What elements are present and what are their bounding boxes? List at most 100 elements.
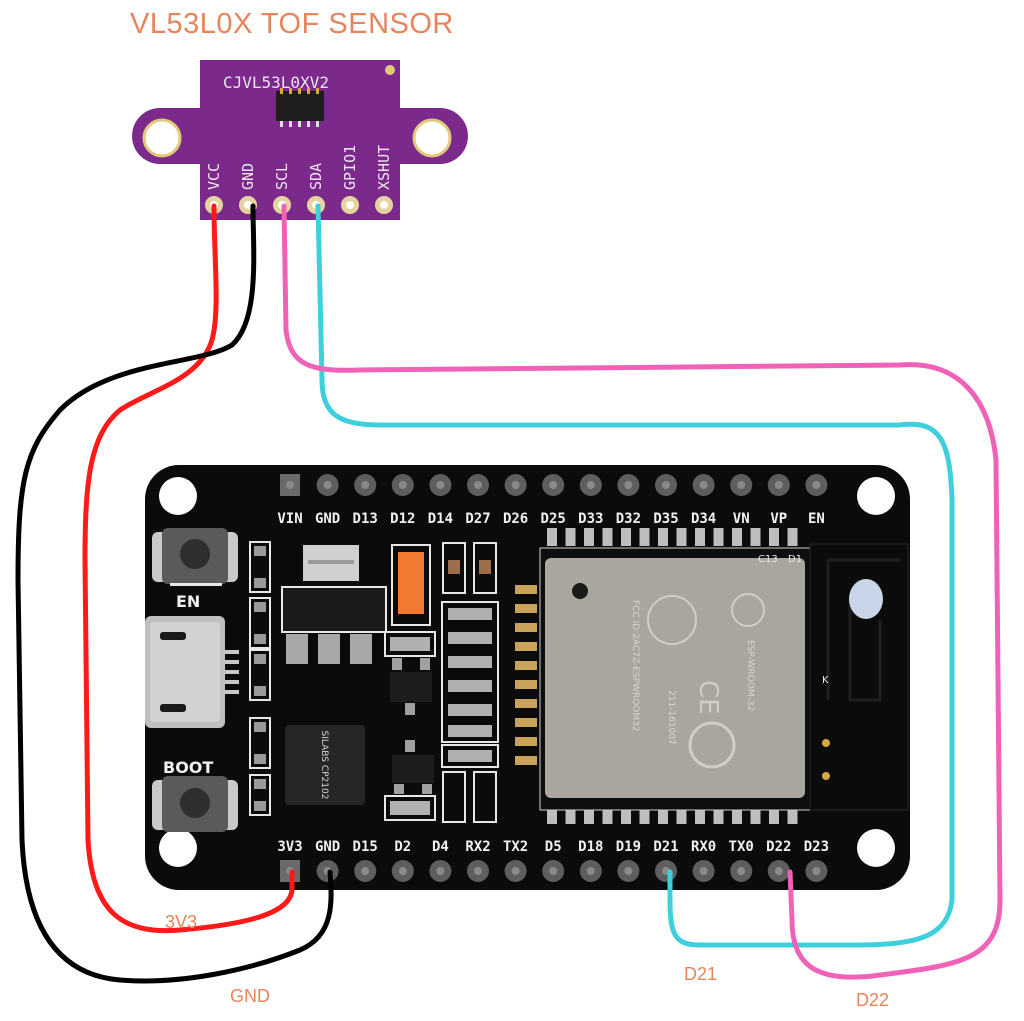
wire-vcc-3v3 xyxy=(82,203,295,934)
bottom-pin-label: D4 xyxy=(432,839,449,855)
pin-d14[interactable] xyxy=(429,474,452,496)
sensor-pin-gpio1[interactable] xyxy=(341,196,359,214)
sensor-pin-label: VCC xyxy=(205,163,223,190)
pin-d35[interactable] xyxy=(655,474,677,496)
pin-gnd[interactable] xyxy=(316,474,339,496)
sensor-board-label: CJVL53L0XV2 xyxy=(223,73,329,92)
led-icon xyxy=(849,579,883,619)
bottom-pin-label: D19 xyxy=(616,839,641,855)
module-fcc: FCC ID:2AC7Z-ESPWROOM32 xyxy=(630,600,640,732)
pin-d22[interactable] xyxy=(767,860,790,882)
wire-label-d21: D21 xyxy=(684,964,717,984)
bottom-pin-label: D23 xyxy=(804,839,829,855)
pin-d2[interactable] xyxy=(391,860,414,882)
antenna: K xyxy=(809,543,909,811)
usb-uart-chip: SILABS CP2102 xyxy=(285,725,365,805)
mount-hole-icon xyxy=(159,477,197,515)
top-pin-label: D35 xyxy=(653,511,678,527)
top-pin-label: D13 xyxy=(353,511,378,527)
pin-d23[interactable] xyxy=(805,860,828,882)
top-pin-label: D34 xyxy=(691,511,716,527)
top-pin-label: VN xyxy=(733,511,750,527)
pin-d32[interactable] xyxy=(617,474,640,496)
pin-d26[interactable] xyxy=(504,474,527,496)
silk-c13: C13 xyxy=(758,554,778,565)
pin-d19[interactable] xyxy=(617,860,640,882)
pin-d4[interactable] xyxy=(429,860,452,882)
bottom-pin-label: D2 xyxy=(394,839,411,855)
top-pin-label: D12 xyxy=(390,511,415,527)
top-pin-label: D25 xyxy=(541,511,566,527)
top-pin-label: EN xyxy=(808,511,825,527)
pin-gnd[interactable] xyxy=(316,860,339,882)
top-pin-label: GND xyxy=(315,511,340,527)
wire-sda-d21 xyxy=(315,203,955,948)
wire-label-gnd: GND xyxy=(230,986,270,1006)
bottom-header xyxy=(280,860,828,882)
espressif-logo-icon xyxy=(688,721,736,769)
top-pin-label: D27 xyxy=(465,511,490,527)
mount-hole-icon xyxy=(412,118,452,158)
sensor-pin-label: SDA xyxy=(307,163,325,190)
wire-scl-d22 xyxy=(281,203,1003,980)
mount-hole-icon xyxy=(142,118,182,158)
wire-gnd-gnd xyxy=(15,203,334,984)
bottom-pin-label: D21 xyxy=(653,839,678,855)
smd-components xyxy=(249,541,271,816)
pin-d27[interactable] xyxy=(467,474,489,496)
voltage-regulator xyxy=(281,545,387,664)
mount-hole-icon xyxy=(857,829,895,867)
boot-button[interactable] xyxy=(152,776,238,832)
bottom-pin-label: GND xyxy=(315,839,340,855)
usb-port[interactable] xyxy=(145,616,239,728)
top-pin-label: VIN xyxy=(277,511,302,527)
pin-d25[interactable] xyxy=(542,474,565,496)
top-pin-label: D26 xyxy=(503,511,528,527)
bottom-pin-label: D5 xyxy=(545,839,562,855)
wifi-logo-icon xyxy=(731,593,765,627)
pin-tx2[interactable] xyxy=(504,860,527,882)
sensor-pin-xshut[interactable] xyxy=(375,196,393,214)
esp-wroom-32-module: ESP-WROOM-32 FCC ID:2AC7Z-ESPWROOM32 211… xyxy=(539,547,811,811)
mount-hole-icon xyxy=(159,829,197,867)
pin-d21[interactable] xyxy=(655,860,677,882)
mount-hole-icon xyxy=(857,477,895,515)
sensor-pin-label: XSHUT xyxy=(375,145,393,190)
top-header xyxy=(280,474,828,496)
top-pin-label: D32 xyxy=(616,511,641,527)
pin-en[interactable] xyxy=(805,474,828,496)
wire-label-3v3: 3V3 xyxy=(165,912,197,932)
svg-text:SILABS CP2102: SILABS CP2102 xyxy=(319,731,329,800)
top-pin-label: VP xyxy=(770,511,787,527)
silk-d1: D1 xyxy=(788,554,802,565)
top-pin-label: D14 xyxy=(428,511,453,527)
wires xyxy=(15,203,1003,984)
pin-vin[interactable] xyxy=(280,474,300,496)
boot-button-label: BOOT xyxy=(163,758,213,777)
pin-tx0[interactable] xyxy=(730,860,753,882)
pin-rx0[interactable] xyxy=(692,860,715,882)
pin-d33[interactable] xyxy=(579,474,602,496)
bottom-pin-label: D18 xyxy=(578,839,603,855)
sensor-pin-label: GND xyxy=(239,163,257,190)
pin-d12[interactable] xyxy=(391,474,414,496)
pin-vp[interactable] xyxy=(767,474,790,496)
module-label: ESP-WROOM-32 xyxy=(745,640,755,711)
bottom-pin-label: 3V3 xyxy=(277,839,302,855)
en-button[interactable] xyxy=(152,528,238,586)
bottom-pin-label: RX0 xyxy=(691,839,716,855)
pin-vn[interactable] xyxy=(730,474,753,496)
bottom-pin-label: TX0 xyxy=(729,839,754,855)
pin-d18[interactable] xyxy=(579,860,602,882)
pin-d15[interactable] xyxy=(354,860,377,882)
pin-rx2[interactable] xyxy=(467,860,489,882)
sensor-pin-label: SCL xyxy=(273,163,291,190)
pin-d13[interactable] xyxy=(354,474,377,496)
module-cert: 211-161007 xyxy=(666,690,676,745)
pin-d5[interactable] xyxy=(542,860,565,882)
pin-d34[interactable] xyxy=(692,474,715,496)
